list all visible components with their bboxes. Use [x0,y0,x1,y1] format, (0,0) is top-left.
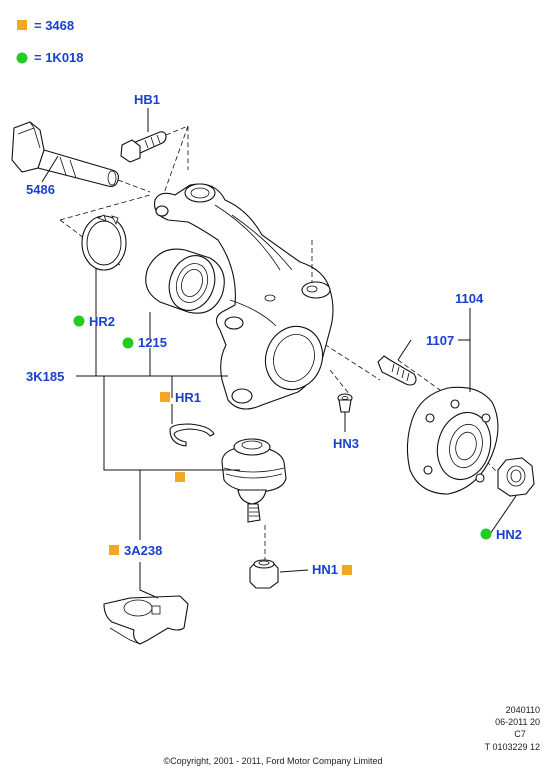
circlip-hr2 [81,214,127,271]
bolt-hb1 [120,125,189,170]
steering-knuckle-3k185 [153,183,334,410]
label-hr2: HR2 [89,314,115,329]
circlip-hr1 [169,423,215,447]
label-hn3: HN3 [333,436,359,451]
legend: = 3468 = 1K018 [16,18,84,65]
footer-date: 06-2011 20 [495,717,540,727]
orange-square-hr1 [160,392,170,402]
ball-joint-3a238 [221,438,287,523]
footer-c7: C7 [514,729,526,739]
orange-square-ball-joint [175,472,185,482]
shield-bracket [103,595,189,645]
orange-square-3a238 [109,545,119,555]
projection-lines [59,125,501,560]
label-hn1: HN1 [312,562,338,577]
label-1104: 1104 [455,291,484,306]
green-dot-marker [16,52,28,64]
green-dot-1215 [122,337,134,349]
label-hb1: HB1 [134,92,160,107]
plug-hn3 [337,393,353,413]
nut-hn1 [249,559,279,589]
green-dot-hn2 [480,528,492,540]
orange-square-hn1 [342,565,352,575]
label-hn2: HN2 [496,527,522,542]
wheel-hub-1104 [406,386,499,495]
wheel-bearing-1215 [145,248,225,314]
green-dot-hr2 [73,315,85,327]
wheel-stud-1107 [377,355,417,386]
label-1107: 1107 [426,333,454,348]
bolt-5486 [11,121,151,193]
orange-square-marker [17,20,27,30]
label-3k185: 3K185 [26,369,64,384]
leader-lines [41,108,517,599]
label-3a238: 3A238 [124,543,162,558]
footer-code: 2040110 [506,705,540,715]
hub-nut-hn2 [497,457,535,497]
callout-labels: HB1 5486 HR2 1215 3K185 HR1 HN3 3A238 HN… [26,92,522,577]
footer: 2040110 06-2011 20 C7 T 0103229 12 ©Copy… [163,705,540,766]
label-hr1: HR1 [175,390,201,405]
footer-copyright: ©Copyright, 2001 - 2011, Ford Motor Comp… [163,756,382,766]
footer-ref: T 0103229 12 [485,742,540,752]
legend-square-label: = 3468 [34,18,74,33]
label-1215: 1215 [138,335,167,350]
legend-dot-label: = 1K018 [34,50,84,65]
label-5486: 5486 [26,182,55,197]
